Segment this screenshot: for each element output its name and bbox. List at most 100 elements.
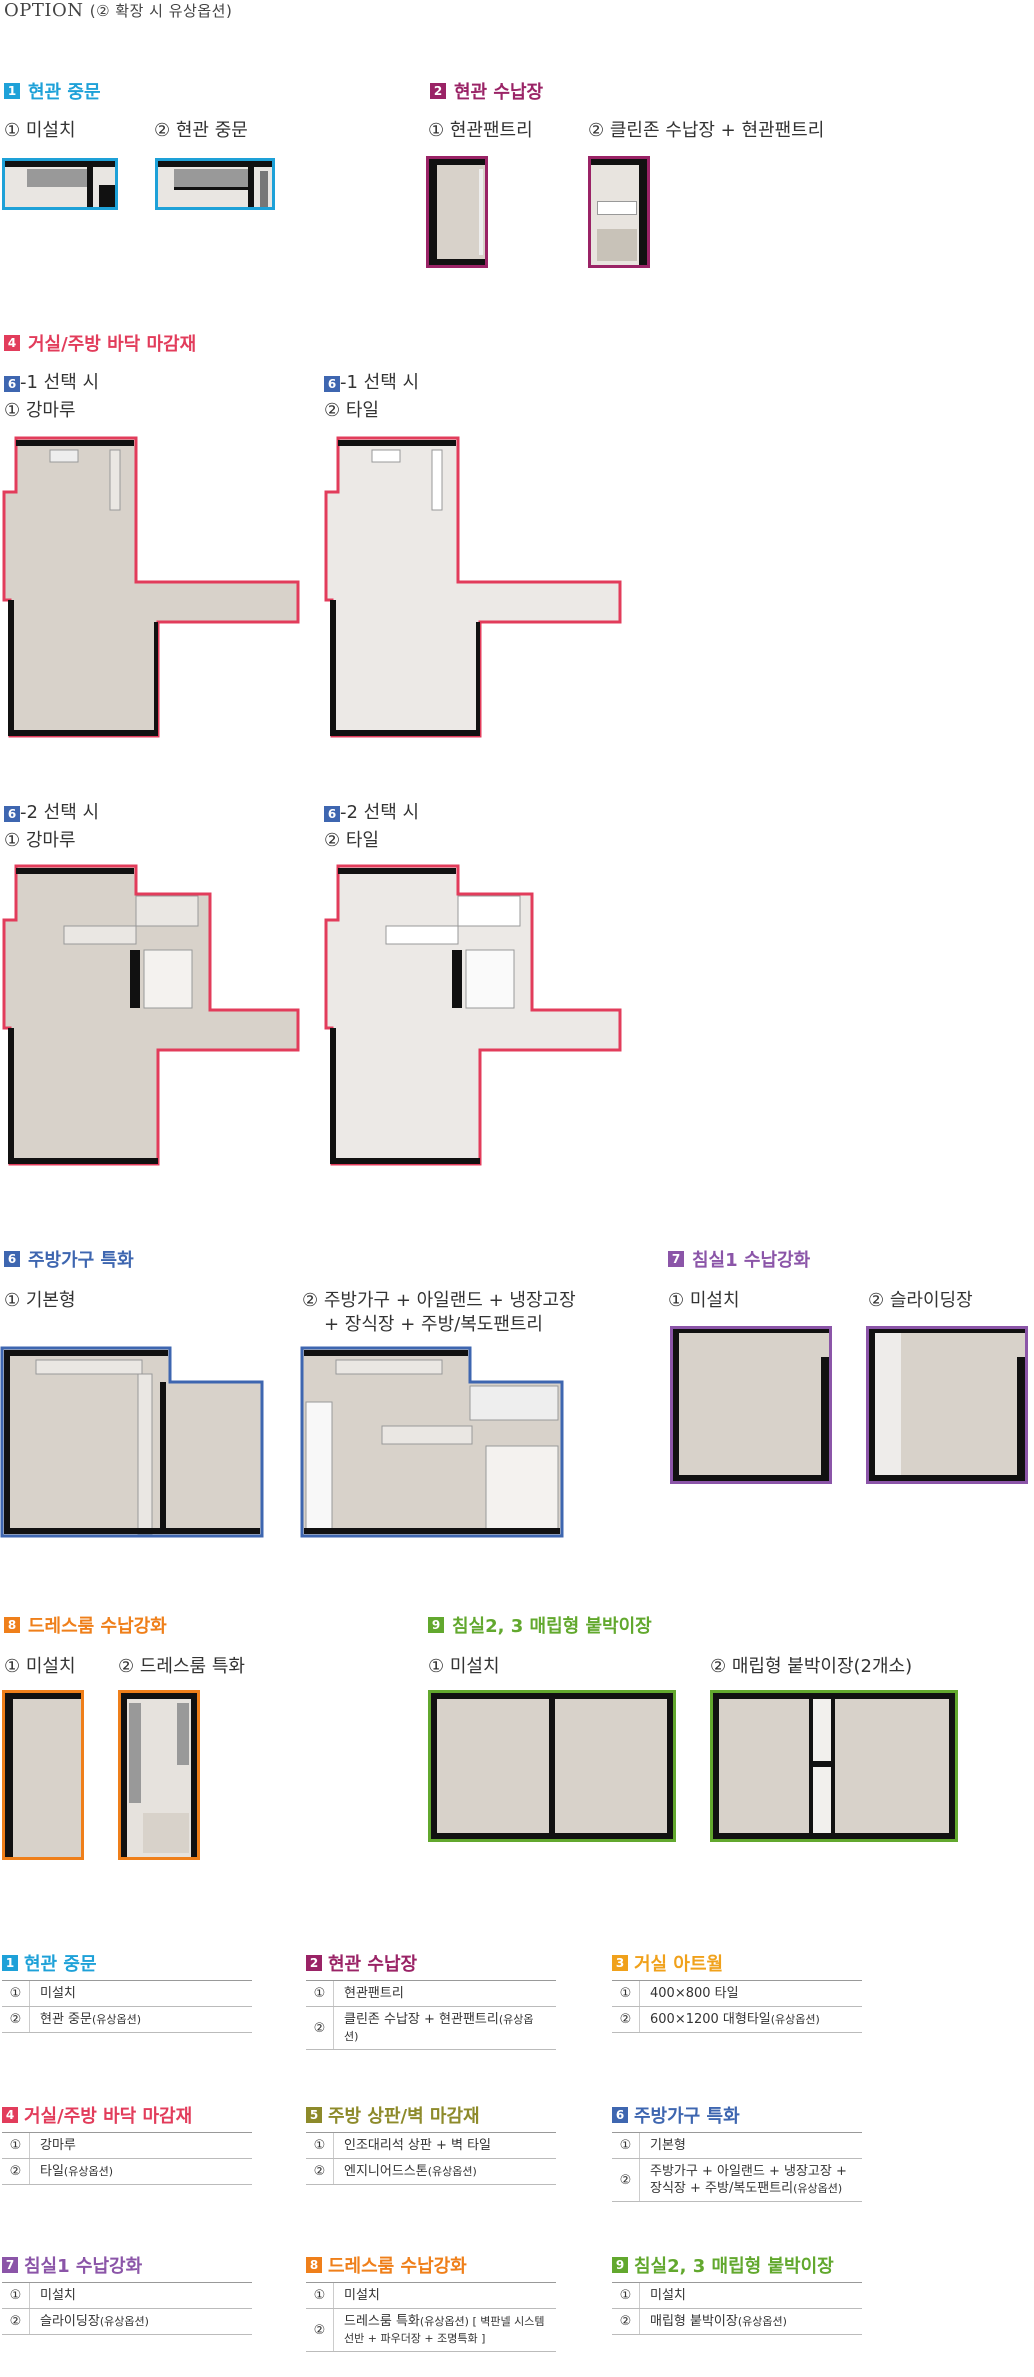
summary-row-number: ① bbox=[612, 2133, 640, 2158]
s6-opt2-label-b: + 장식장 + 주방/복도팬트리 bbox=[324, 1314, 543, 1335]
summary-row: ① 기본형 bbox=[612, 2133, 862, 2159]
s4c-head: 6-2 선택 시 bbox=[4, 800, 99, 826]
summary-row-value: 타일(유상옵션) bbox=[40, 2164, 113, 2179]
summary-table-title: 5 주방 상판/벽 마감재 bbox=[306, 2102, 556, 2133]
section-6-title-text: 주방가구 특화 bbox=[28, 1250, 134, 1271]
section-4-title-text: 거실/주방 바닥 마감재 bbox=[28, 334, 197, 355]
summary-badge: 8 bbox=[306, 2257, 322, 2273]
s4b-opt-label: ② 타일 bbox=[324, 400, 379, 421]
summary-row-note: (유상옵션) bbox=[344, 2013, 534, 2043]
badge-6: 6 bbox=[4, 1251, 20, 1267]
summary-row-value: 드레스룸 특화(유상옵션) [ 벽판넬 시스템선반 + 파우더장 + 조명특화 … bbox=[344, 2314, 545, 2345]
title-subtitle: (② 확장 시 유상옵션) bbox=[89, 2, 233, 20]
summary-row-number: ① bbox=[2, 2283, 30, 2308]
summary-row-value: 현관팬트리 bbox=[344, 1986, 404, 2001]
badge-6-c: 6 bbox=[4, 806, 20, 822]
summary-badge: 4 bbox=[2, 2107, 18, 2123]
summary-row: ② 슬라이딩장(유상옵션) bbox=[2, 2309, 252, 2335]
summary-row-value: 미설치 bbox=[40, 1986, 76, 2001]
summary-row: ② 드레스룸 특화(유상옵션) [ 벽판넬 시스템선반 + 파우더장 + 조명특화… bbox=[306, 2309, 556, 2352]
s1-opt2-label: ② 현관 중문 bbox=[154, 120, 248, 141]
summary-row-value: 슬라이딩장(유상옵션) bbox=[40, 2314, 149, 2329]
s4b-head: 6-1 선택 시 bbox=[324, 370, 419, 396]
summary-row-number: ① bbox=[2, 2133, 30, 2158]
summary-row-value: 인조대리석 상판 + 벽 타일 bbox=[344, 2138, 492, 2153]
summary-badge: 2 bbox=[306, 1955, 322, 1971]
summary-row-number: ② bbox=[306, 2159, 334, 2184]
summary-row-value: 주방가구 + 아일랜드 + 냉장고장 + 장식장 + 주방/복도팬트리(유상옵션… bbox=[650, 2164, 847, 2196]
summary-row-value: 엔지니어드스톤(유상옵션) bbox=[344, 2164, 477, 2179]
section-7-title: 7 침실1 수납강화 bbox=[668, 1246, 810, 1272]
summary-row-note: (유상옵션) bbox=[91, 2013, 142, 2026]
summary-badge: 9 bbox=[612, 2257, 628, 2273]
summary-row-number: ① bbox=[306, 1981, 334, 2006]
s8-opt1-label: ① 미설치 bbox=[4, 1656, 76, 1677]
s7-opt2-label: ② 슬라이딩장 bbox=[868, 1290, 973, 1311]
s1-opt1-plan bbox=[2, 158, 118, 210]
summary-row-value: 미설치 bbox=[40, 2288, 76, 2303]
section-7-title-text: 침실1 수납강화 bbox=[692, 1250, 811, 1271]
s9-opt1-label: ① 미설치 bbox=[428, 1656, 500, 1677]
summary-title-text: 현관 중문 bbox=[24, 1954, 97, 1975]
summary-row-note: (유상옵션) bbox=[737, 2315, 787, 2328]
summary-row-value: 400×800 타일 bbox=[650, 1986, 739, 2001]
summary-row-number: ② bbox=[306, 2309, 334, 2351]
s2-opt2-label: ② 클린존 수납장 + 현관팬트리 bbox=[588, 120, 825, 141]
summary-badge: 6 bbox=[612, 2107, 628, 2123]
s6-opt1-label: ① 기본형 bbox=[4, 1290, 76, 1311]
summary-row: ① 미설치 bbox=[2, 2283, 252, 2309]
s4d-head: 6-2 선택 시 bbox=[324, 800, 419, 826]
summary-row-number: ② bbox=[612, 2159, 640, 2201]
summary-title-text: 현관 수납장 bbox=[328, 1954, 418, 1975]
s4b-head-text: -1 선택 시 bbox=[340, 372, 420, 393]
summary-row-value: 매립형 붙박이장(유상옵션) bbox=[650, 2314, 787, 2329]
summary-title-text: 드레스룸 수납강화 bbox=[328, 2256, 467, 2277]
section-1-title-text: 현관 중문 bbox=[28, 82, 101, 103]
s4a-opt-label: ① 강마루 bbox=[4, 400, 76, 421]
s1-opt1-label: ① 미설치 bbox=[4, 120, 76, 141]
badge-6-a: 6 bbox=[4, 376, 20, 392]
summary-table-title: 8 드레스룸 수납강화 bbox=[306, 2252, 556, 2283]
summary-row: ① 현관팬트리 bbox=[306, 1981, 556, 2007]
s4a-head-text: -1 선택 시 bbox=[20, 372, 100, 393]
summary-row-note: (유상옵션) bbox=[63, 2165, 113, 2178]
summary-row-number: ① bbox=[306, 2283, 334, 2308]
section-2-title: 2 현관 수납장 bbox=[430, 78, 543, 104]
summary-row-number: ② bbox=[2, 2309, 30, 2334]
summary-row-number: ① bbox=[2, 1981, 30, 2006]
summary-title-text: 침실2, 3 매립형 붙박이장 bbox=[634, 2256, 834, 2277]
summary-row-value: 600×1200 대형타일(유상옵션) bbox=[650, 2012, 820, 2027]
summary-badge: 1 bbox=[2, 1955, 18, 1971]
s7-opt2-plan bbox=[866, 1326, 1028, 1484]
summary-row-note: (유상옵션) bbox=[99, 2315, 149, 2328]
s4d-opt-label: ② 타일 bbox=[324, 830, 379, 851]
s1-opt2-plan bbox=[155, 158, 275, 210]
summary-row-value: 기본형 bbox=[650, 2138, 686, 2153]
s2-opt2-plan bbox=[588, 156, 650, 268]
s4d-head-text: -2 선택 시 bbox=[340, 802, 420, 823]
s4c-opt-label: ① 강마루 bbox=[4, 830, 76, 851]
summary-title-text: 주방 상판/벽 마감재 bbox=[328, 2106, 480, 2127]
summary-row-number: ② bbox=[2, 2159, 30, 2184]
summary-badge: 3 bbox=[612, 1955, 628, 1971]
summary-row: ② 주방가구 + 아일랜드 + 냉장고장 + 장식장 + 주방/복도팬트리(유상옵… bbox=[612, 2159, 862, 2202]
badge-2: 2 bbox=[430, 83, 446, 99]
summary-row-note: (유상옵션) bbox=[793, 2182, 843, 2195]
section-4-title: 4 거실/주방 바닥 마감재 bbox=[4, 330, 196, 356]
summary-badge: 5 bbox=[306, 2107, 322, 2123]
summary-title-text: 침실1 수납강화 bbox=[24, 2256, 143, 2277]
summary-title-text: 거실/주방 바닥 마감재 bbox=[24, 2106, 193, 2127]
s9-opt2-label: ② 매립형 붙박이장(2개소) bbox=[710, 1656, 913, 1677]
s4b-floor-plan bbox=[324, 436, 622, 738]
